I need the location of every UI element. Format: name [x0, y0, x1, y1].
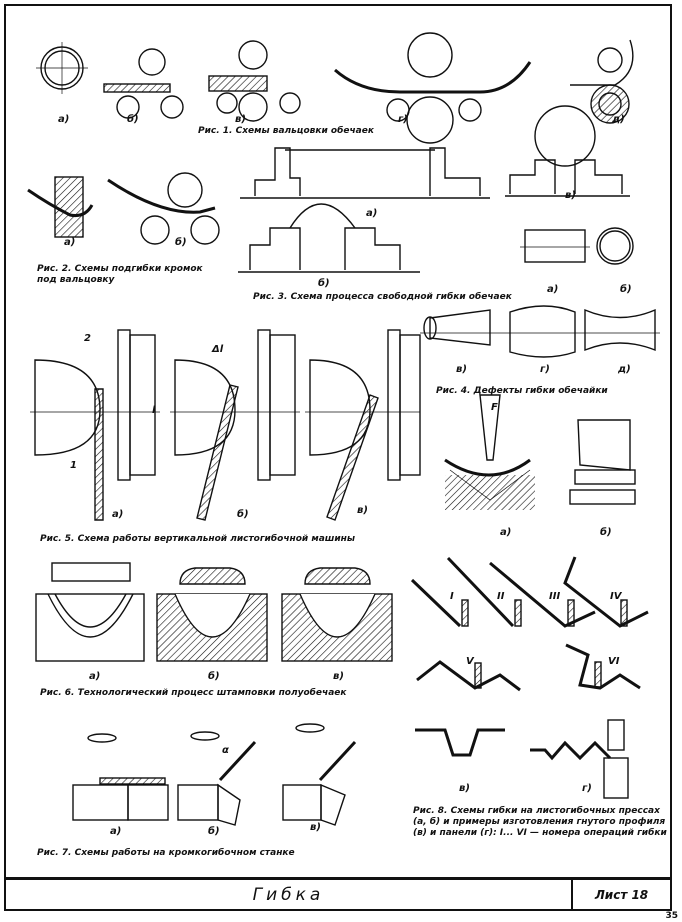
fig4-sublabel-v: в)	[456, 364, 467, 375]
fig7-sublabel-v: в)	[310, 822, 321, 833]
fig4-sublabel-b: б)	[620, 284, 632, 295]
fig8-sublabel-a: а)	[500, 527, 512, 538]
sheet-number-label: Лист 18	[594, 887, 649, 902]
fig7-sublabel-b: б)	[208, 826, 220, 837]
fig5-caption: Рис. 5. Схема работы вертикальной листог…	[40, 534, 355, 544]
fig3-sublabel-v: в)	[565, 190, 576, 201]
fig5-sublabel-a: а)	[112, 509, 124, 520]
fig7-sublabel-a: а)	[110, 826, 122, 837]
fig6-sublabel-a: а)	[89, 671, 101, 682]
fig3-sublabel-b: б)	[318, 278, 330, 289]
fig2-sublabel-b: б)	[175, 237, 187, 248]
fig3-sublabel-a: а)	[366, 208, 378, 219]
fig4-sublabel-g: г)	[540, 364, 550, 375]
fig8-op-6: VI	[608, 656, 620, 667]
fig1-sublabel-d: д)	[612, 114, 625, 125]
fig4-drawing	[420, 305, 660, 358]
fig6-caption: Рис. 6. Технологический процесс штамповк…	[40, 688, 347, 698]
sheet-title: Гибка	[6, 880, 573, 909]
fig5-callout-l: l	[152, 405, 156, 416]
fig5-drawing	[30, 329, 421, 521]
fig8-op-3: III	[549, 591, 561, 602]
fig4-caption: Рис. 4. Дефекты гибки обечайки	[436, 386, 608, 396]
fig8-op-2: II	[497, 591, 505, 602]
fig7-callout-alpha: α	[222, 745, 229, 756]
fig2-sublabel-a: а)	[64, 237, 76, 248]
fig2-drawing	[27, 172, 220, 245]
title-block: Гибка Лист 18	[4, 877, 672, 911]
fig6-drawing	[35, 562, 393, 662]
fig7-drawing	[72, 723, 357, 826]
fig5-sublabel-v: в)	[357, 505, 368, 516]
fig1-caption: Рис. 1. Схемы вальцовки обечаек	[198, 126, 374, 136]
fig6-sublabel-b: б)	[208, 671, 220, 682]
fig2-caption: Рис. 2. Схемы подгибки кромок под вальцо…	[37, 264, 203, 285]
fig7-caption: Рис. 7. Схемы работы на кромкогибочном с…	[37, 848, 295, 858]
fig8-op-5: V	[466, 656, 474, 667]
fig1-drawing	[36, 32, 634, 144]
page-number: 35	[665, 911, 678, 921]
fig1-sublabel-v: в)	[235, 114, 246, 125]
fig3-drawing	[238, 105, 634, 273]
fig5-force-label: F	[491, 402, 498, 413]
fig1-sublabel-a: а)	[58, 114, 70, 125]
fig8-drawing	[410, 556, 649, 799]
fig5-callout-2: 2	[84, 333, 91, 344]
fig8-caption: Рис. 8. Схемы гибки на листогибочных пре…	[413, 806, 667, 838]
fig8-op-1: I	[450, 591, 454, 602]
fig8-sublabel-b: б)	[600, 527, 612, 538]
fig8-sublabel-g: г)	[582, 783, 592, 794]
fig5-callout-1: 1	[70, 460, 77, 471]
fig4-sublabel-a: а)	[547, 284, 559, 295]
fig5-callout-dl: Δl	[212, 344, 224, 355]
fig3-caption: Рис. 3. Схема процесса свободной гибки о…	[253, 292, 512, 302]
fig5-press-drawing	[444, 394, 636, 510]
fig4-sublabel-d: д)	[618, 364, 631, 375]
fig8-op-4: IV	[610, 591, 622, 602]
fig8-sublabel-v: в)	[459, 783, 470, 794]
fig1-sublabel-b: б)	[127, 114, 139, 125]
fig5-sublabel-b: б)	[237, 509, 249, 520]
fig1-sublabel-g: г)	[398, 114, 408, 125]
fig6-sublabel-v: в)	[333, 671, 344, 682]
